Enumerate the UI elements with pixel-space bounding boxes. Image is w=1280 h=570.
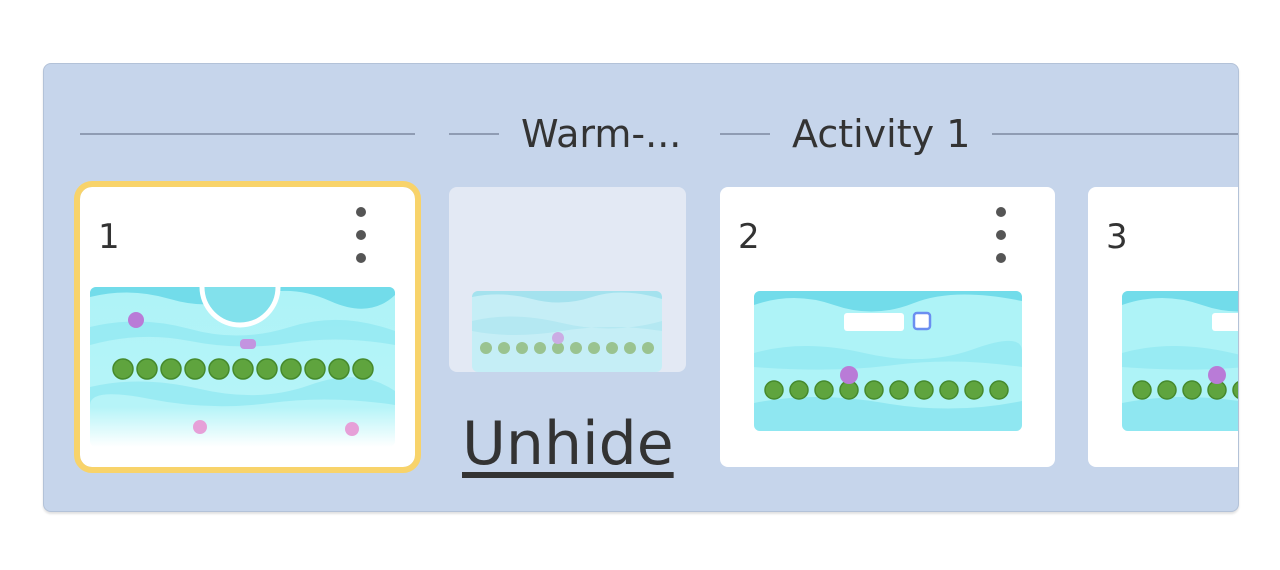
- hidden-slide-card[interactable]: [449, 187, 686, 372]
- section-line: [720, 133, 770, 135]
- section-line: [992, 133, 1238, 135]
- slide-thumbnail: [90, 287, 395, 447]
- slide-number: 3: [1106, 217, 1128, 257]
- unhide-link[interactable]: Unhide: [462, 409, 674, 479]
- section-line: [449, 133, 499, 135]
- section-title: Activity 1: [792, 112, 971, 156]
- slide-card-1[interactable]: 1: [74, 181, 421, 473]
- slide-thumbnail: [472, 291, 662, 372]
- slide-thumbnail: [1122, 291, 1238, 431]
- slide-number: 2: [738, 217, 760, 257]
- slide-strip-panel: Warm-... Activity 1 1: [43, 63, 1239, 512]
- kebab-menu-icon[interactable]: [351, 207, 371, 263]
- section-divider-untitled: [80, 114, 415, 154]
- slide-thumbnail: [754, 291, 1022, 431]
- section-title: Warm-...: [521, 112, 682, 156]
- kebab-menu-icon[interactable]: [991, 207, 1011, 263]
- slide-card-3[interactable]: 3: [1088, 187, 1238, 467]
- section-line: [80, 133, 415, 135]
- section-header-warm-up[interactable]: Warm-...: [449, 114, 709, 154]
- section-header-activity-1[interactable]: Activity 1: [720, 114, 1238, 154]
- slide-card-2[interactable]: 2: [720, 187, 1055, 467]
- slide-number: 1: [98, 217, 120, 257]
